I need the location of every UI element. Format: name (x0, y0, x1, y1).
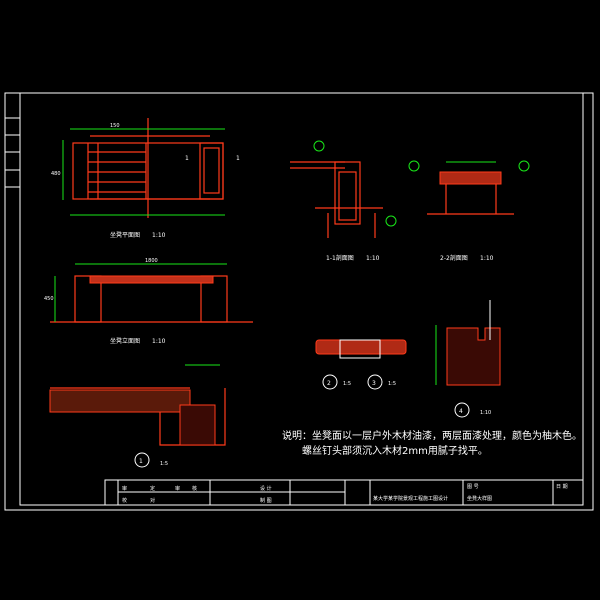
section-1-1-title: 1-1剖面图 (326, 254, 354, 262)
detail-3-marker (367, 374, 383, 390)
section-2-2-drawing (408, 160, 530, 215)
detail-1-marker (134, 452, 150, 468)
detail-3-scale: 1:5 (388, 381, 396, 387)
left-binding-strip (5, 117, 20, 188)
section-mark-label-right: 1 (236, 155, 240, 162)
title-block-check-1: 校 (122, 497, 127, 504)
title-block-review-4: 核 (192, 485, 197, 492)
note-line-2: 螺丝钉头部须沉入木材2mm用腻子找平。 (302, 444, 488, 457)
detail-1-scale: 1:5 (160, 461, 168, 467)
detail-1-number: 1 (139, 458, 143, 465)
detail-3-number: 3 (372, 380, 376, 387)
title-block-project: 某大学某学院景观工程施工图设计 (373, 495, 448, 502)
elevation-title: 坐凳立面图 (110, 337, 140, 345)
title-block-review-3: 审 (175, 485, 180, 492)
section-1-1-scale: 1:10 (366, 255, 380, 262)
detail-1-drawing (49, 364, 226, 446)
plan-dim-width: 480 (51, 171, 61, 177)
elevation-dim-height: 450 (44, 296, 54, 302)
title-block-drawing-no: 图 号 (467, 484, 479, 490)
note-line-1: 说明：坐凳面以一层户外木材油漆，两层面漆处理，颜色为柚木色。 (282, 429, 582, 442)
bench-elevation-view: 1800 450 (44, 258, 253, 323)
title-block-review-2: 定 (150, 485, 155, 492)
detail-2-number: 2 (327, 380, 331, 387)
detail-2-marker (322, 374, 338, 390)
plan-title: 坐凳平面图 (110, 231, 140, 239)
elevation-dim-length: 1800 (145, 258, 158, 264)
inner-frame (19, 92, 584, 506)
title-block-designer: 设 计 (260, 485, 272, 492)
title-block (104, 479, 584, 506)
outer-frame (4, 92, 594, 511)
section-2-2-title: 2-2剖面图 (440, 254, 468, 262)
detail-2-scale: 1:5 (343, 381, 351, 387)
elevation-scale: 1:10 (152, 338, 166, 345)
plan-scale: 1:10 (152, 232, 166, 239)
detail-4-scale: 1:10 (480, 410, 491, 416)
plan-dim-end: 150 (110, 123, 120, 129)
title-block-review-1: 审 (122, 485, 127, 492)
title-block-check-2: 对 (150, 497, 155, 504)
detail-4-number: 4 (459, 408, 463, 415)
detail-2-3-drawing (315, 339, 407, 359)
title-block-drawing-name: 坐凳大样图 (467, 495, 492, 502)
detail-4-drawing (435, 300, 501, 386)
section-2-2-scale: 1:10 (480, 255, 494, 262)
section-mark-label: 1 (185, 155, 189, 162)
title-block-date: 日 期 (556, 484, 568, 490)
detail-4-marker (454, 402, 470, 418)
section-1-1-drawing (290, 140, 397, 238)
title-block-drafter: 制 图 (260, 497, 272, 504)
bench-plan-view: 1 1 150 480 (51, 118, 240, 218)
